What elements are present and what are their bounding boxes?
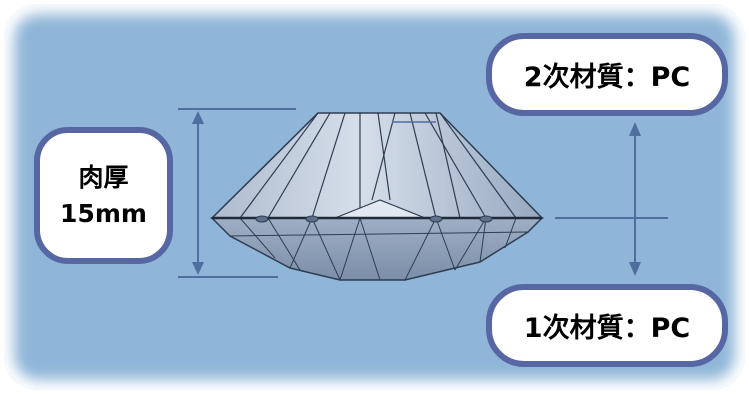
secondary-material-box: 2次材質：PC [486,33,728,116]
thickness-dimension [178,108,296,278]
thickness-label-box: 肉厚 15mm [34,127,173,264]
thickness-label-title: 肉厚 [78,162,129,192]
part-upper-facets [219,112,517,219]
secondary-material-label: 2次材質：PC [523,62,691,93]
thickness-label-value: 15mm [60,198,147,228]
part-gate-points [255,215,493,223]
part-lower-facets [229,217,529,281]
lens-part-illustration [210,112,544,281]
material-dimension [555,122,668,276]
primary-material-label: 1次材質：PC [523,313,691,344]
primary-material-box: 1次材質：PC [486,284,728,367]
